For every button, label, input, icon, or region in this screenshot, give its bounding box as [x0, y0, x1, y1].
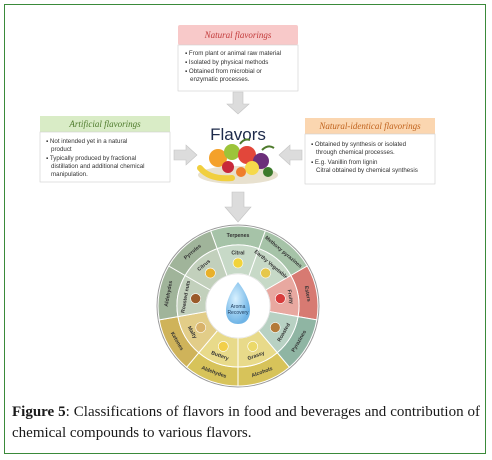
wheel-food-icon — [275, 293, 286, 304]
natural-bullet-2: ▪ Isolated by physical methods — [185, 59, 268, 66]
flavors-label: Flavors — [210, 125, 266, 144]
wheel-center-label: Aroma — [231, 304, 246, 310]
natural-bullet-3: ▪ Obtained from microbial or — [185, 68, 262, 75]
identical-header — [305, 118, 435, 134]
wheel-food-icon — [205, 267, 216, 279]
fruit-illustration — [197, 138, 278, 184]
wheel-food-icon — [195, 322, 207, 333]
natural-identical-flavorings-box: Natural-identical flavorings ▪ Obtained … — [304, 118, 436, 185]
arrow-left-from-identical — [278, 144, 303, 166]
identical-title: Natural-identical flavorings — [318, 121, 421, 131]
artificial-bullet-1: ▪ Not intended yet in a natural — [46, 138, 127, 145]
wheel-compound-label: Aldehydes — [164, 280, 174, 307]
artificial-bullet-2c: manipulation. — [51, 171, 88, 178]
arrow-down-to-wheel — [224, 191, 252, 223]
water-drop-icon — [226, 282, 250, 324]
identical-bullet-1: ▪ Obtained by synthesis or isolated — [311, 141, 407, 148]
arrow-down-from-natural — [226, 91, 250, 115]
wheel-food-icon — [269, 322, 281, 333]
artificial-flavorings-box: Artificial flavorings ▪ Not intended yet… — [39, 116, 171, 183]
wheel-flavor-label: Malty — [186, 325, 198, 340]
identical-bullet-2: ▪ E.g. Vanillin from lignin — [311, 159, 378, 166]
artificial-header — [40, 116, 170, 132]
wheel-flavor-label: Grassy — [247, 350, 266, 362]
artificial-bullet-2: ▪ Typically produced by fractional — [46, 155, 136, 162]
natural-bullet-3b: enzymatic processes. — [190, 76, 250, 83]
artificial-body — [39, 131, 171, 183]
artificial-title: Artificial flavorings — [68, 119, 141, 129]
wheel-flavor-label: Roasted nuts — [180, 280, 192, 314]
wheel-food-icon — [232, 257, 244, 269]
arrow-right-from-artificial — [173, 144, 198, 166]
wheel-food-icon — [217, 341, 229, 352]
identical-body — [304, 133, 436, 185]
flavor-diagram: Natural flavorings ▪ From plant or anima… — [39, 25, 436, 388]
wheel-food-icon — [260, 267, 271, 279]
natural-body — [177, 44, 299, 92]
wheel-food-icon — [190, 293, 201, 304]
identical-bullet-1b: through chemical processes. — [316, 149, 395, 156]
wheel-compound-label: Terpenes — [227, 233, 250, 239]
artificial-bullet-1b: product — [51, 146, 72, 153]
wheel-food-icon — [247, 341, 259, 352]
natural-title: Natural flavorings — [204, 30, 272, 40]
natural-bullet-1: ▪ From plant or animal raw material — [185, 50, 281, 57]
figure-caption: Figure 5: Classifications of flavors in … — [12, 402, 480, 444]
caption-text: : Classifications of flavors in food and… — [12, 404, 481, 441]
artificial-bullet-2b: distillation and additional chemical — [51, 163, 145, 170]
natural-flavorings-box: Natural flavorings ▪ From plant or anima… — [177, 25, 299, 92]
wheel-flavor-label: Buttery — [210, 350, 229, 362]
flavors-center: Flavors — [197, 125, 278, 184]
wheel-compound-label: Esters — [303, 285, 312, 302]
wheel-center-label: Recovery — [227, 310, 249, 316]
wheel-flavor-label: Citral — [231, 250, 245, 256]
arrows — [173, 91, 303, 223]
wheel-flavor-label: Fruity — [286, 289, 294, 304]
identical-bullet-2b: Citral obtained by chemical synthesis — [316, 167, 418, 174]
caption-label: Figure 5 — [12, 404, 66, 420]
natural-header — [178, 25, 298, 45]
